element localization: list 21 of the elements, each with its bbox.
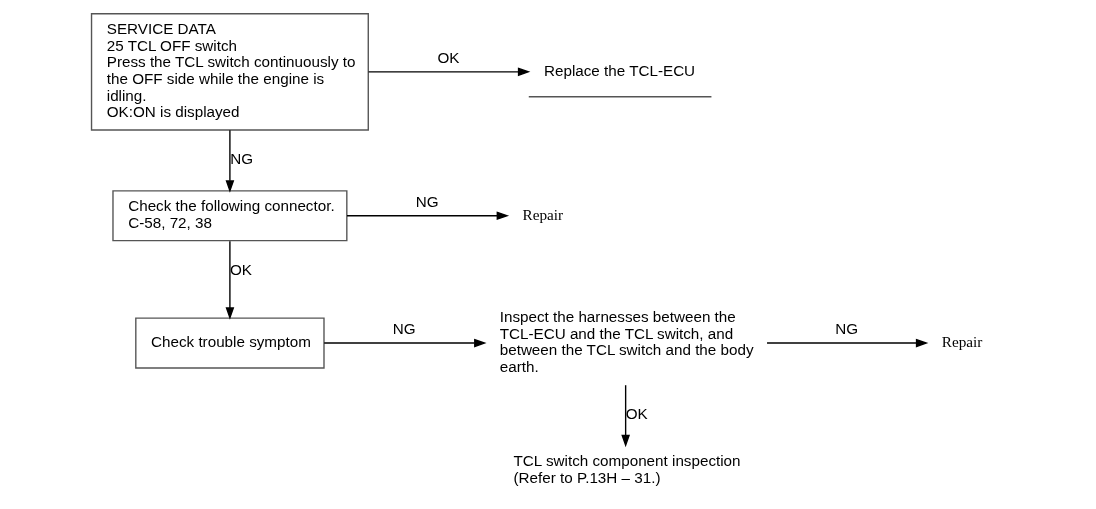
edge-label: NG (392, 320, 416, 338)
node-text: Repair (522, 205, 563, 223)
edge-label: NG (415, 193, 438, 211)
node-text: TCL switch component inspection (Refer to P.13H – 31.) (513, 451, 741, 486)
arrow (765, 338, 928, 348)
edge-label: NG (834, 320, 858, 338)
arrow (225, 129, 234, 193)
arrow (620, 384, 630, 448)
node-text: Inspect the harnesses between the TCL-ECU and the TCL switch, and between the TCL switch and the body earth. (499, 308, 754, 375)
edge-label: OK (625, 404, 648, 422)
node-box: Check the following connector. C-58, 72, 38 (111, 190, 347, 242)
arrow (345, 211, 509, 221)
edge-label: NG (229, 150, 253, 168)
arrow (225, 240, 234, 320)
node-text: Repair (941, 332, 982, 350)
node-box: SERVICE DATA 25 TCL OFF switch Press the TCL switch continuously to the OFF side while the engine is idling. OK:ON is displayed (90, 13, 369, 131)
node-box: Check trouble symptom (134, 317, 325, 369)
arrow (367, 67, 530, 77)
arrow (323, 338, 487, 348)
edge-label: OK (437, 49, 460, 67)
node-text: Replace the TCL-ECU (543, 61, 695, 79)
